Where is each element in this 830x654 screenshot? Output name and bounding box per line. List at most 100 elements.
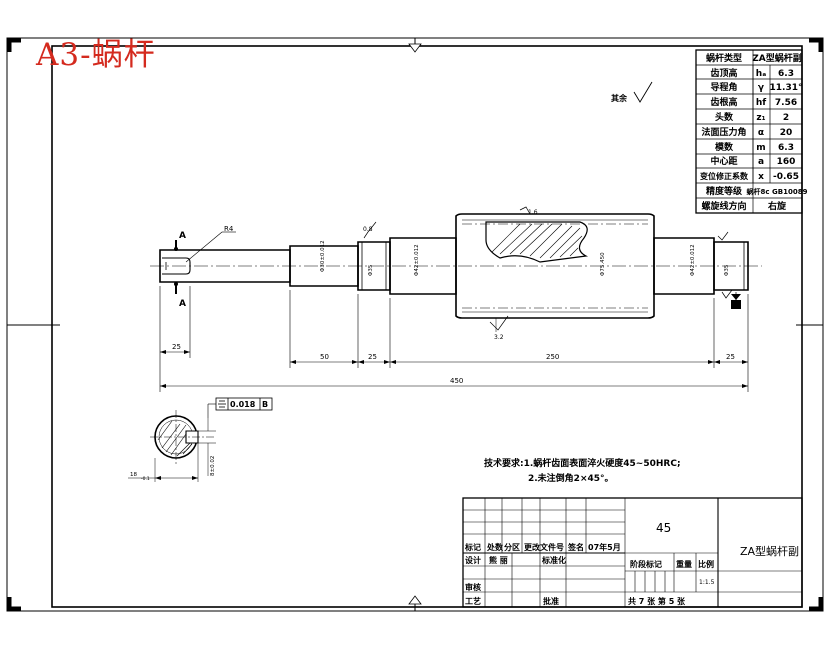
design-label: 设计	[465, 555, 481, 565]
param-name: 头数	[715, 111, 734, 123]
param-value: 右旋	[767, 200, 787, 212]
dim-450: 450	[450, 377, 463, 385]
section-a-view	[128, 410, 216, 482]
roughness-32-label: 3.2	[494, 334, 504, 341]
param-value: 20	[780, 128, 793, 138]
diameter-35b-label: Φ35	[724, 264, 730, 276]
section-hatch	[491, 223, 583, 259]
partial-section	[485, 221, 589, 263]
keyway-slot	[162, 257, 191, 275]
header-zone: 分区	[504, 542, 520, 552]
param-value: 6.3	[778, 143, 794, 153]
roughness-small-icon	[721, 289, 733, 299]
designer-name: 熊 丽	[489, 555, 508, 565]
corner-marks	[6, 37, 824, 612]
diameter-labels: Φ30±0.012 Φ35 Φ42±0.012 Φ75.450 Φ42±0.01…	[320, 240, 730, 276]
param-name: 变位修正系数	[700, 171, 749, 181]
param-symbol: x	[758, 172, 764, 182]
diameter-42-label: Φ42±0.012	[414, 244, 420, 276]
param-name: 齿顶高	[710, 67, 737, 79]
param-row: 法面压力角 α 20	[701, 126, 792, 138]
dimension-values: 25 50 25 250 25 450	[172, 343, 735, 385]
header-mark: 标记	[464, 542, 481, 552]
rest-roughness-label: 其余	[611, 93, 628, 103]
weight-label: 重量	[676, 559, 692, 569]
title-block-design-row: 设计 熊 丽 标准化 阶段标记 重量 比例 1:1.5 审核 工艺 批准 共 7…	[465, 555, 715, 606]
param-value: 160	[777, 157, 796, 167]
param-row: 齿顶高 hₐ 6.3	[710, 67, 793, 79]
review-label: 审核	[465, 582, 481, 592]
header-count: 处数	[486, 542, 504, 552]
param-row: 螺旋线方向 右旋	[701, 200, 787, 212]
header-change-doc: 更改文件号	[524, 542, 564, 552]
param-value: 7.56	[775, 98, 797, 108]
worm-parameter-table: 蜗杆类型 ZA型蜗杆副 齿顶高 hₐ 6.3 导程角 γ 11.31° 齿根高 …	[695, 49, 808, 214]
title-block-headers: 标记 处数 分区 更改文件号 签名 07年5月	[464, 542, 621, 552]
keyway-depth-dim: 8±0.02	[210, 456, 216, 476]
dimension-arrows	[160, 350, 748, 388]
material-label: 45	[656, 521, 671, 535]
title-block	[462, 497, 803, 608]
datum-b-marker	[731, 292, 741, 309]
param-symbol: m	[756, 143, 765, 153]
param-value: 2	[783, 113, 789, 123]
roughness-right-icon	[717, 231, 729, 241]
param-symbol: hf	[756, 98, 766, 108]
section-marks: A A	[174, 231, 186, 309]
header-signature: 签名	[567, 542, 584, 552]
worm-shaft-view	[150, 213, 762, 319]
roughness-mark-16: 1.6	[519, 206, 538, 216]
roughness-mark-08: 0.8	[363, 221, 377, 239]
radius-label: R4	[224, 225, 234, 233]
keyway-width-tol: -0.1	[141, 476, 150, 482]
header-date: 07年5月	[588, 542, 621, 552]
param-symbol: γ	[758, 83, 764, 93]
tolerance-frame: 0.018 B	[207, 397, 273, 418]
param-symbol: hₐ	[756, 69, 767, 79]
dim-50: 50	[320, 353, 329, 361]
dim-25-right: 25	[726, 353, 735, 361]
roughness-mark-32: 3.2	[489, 315, 509, 341]
param-name: 模数	[715, 141, 734, 153]
diameter-75-label: Φ75.450	[600, 252, 606, 276]
param-name: 精度等级	[706, 185, 743, 197]
param-name: 蜗杆类型	[706, 52, 742, 64]
shaft-right-shoulder	[653, 237, 715, 295]
section-label-bottom: A	[179, 299, 186, 309]
dim-250: 250	[546, 353, 559, 361]
param-value: -0.65	[773, 172, 799, 182]
param-symbol: z₁	[756, 113, 765, 123]
keyway-width-dim: 18	[130, 472, 137, 478]
scale-label: 比例	[698, 559, 714, 569]
param-row: 精度等级 蜗杆8c GB10089	[706, 185, 808, 197]
param-name: 齿根高	[710, 96, 737, 108]
param-symbol: α	[758, 128, 764, 138]
dim-25-left: 25	[172, 343, 181, 351]
roughness-08-label: 0.8	[363, 226, 373, 233]
tech-requirement-2: 2.未注倒角2×45°。	[528, 472, 614, 484]
param-row: 头数 z₁ 2	[715, 111, 789, 123]
shaft-right-end	[713, 241, 749, 291]
process-label: 工艺	[465, 596, 481, 606]
orientation-mark-bottom	[408, 595, 422, 605]
param-row: 蜗杆类型 ZA型蜗杆副	[706, 52, 802, 64]
approve-label: 批准	[543, 596, 559, 606]
param-name: 螺旋线方向	[701, 200, 746, 212]
drawing-frame	[51, 45, 803, 608]
param-name: 导程角	[710, 81, 737, 93]
scale-value: 1:1.5	[699, 579, 715, 586]
sheet-count: 共 7 张 第 5 张	[628, 596, 686, 606]
param-symbol: a	[758, 157, 764, 167]
symmetry-icon	[218, 400, 226, 408]
worm-thread-body	[455, 213, 655, 319]
radius-leader	[185, 231, 223, 263]
param-value: ZA型蜗杆副	[752, 52, 802, 64]
datum-letter: B	[262, 400, 268, 409]
drawing-name: ZA型蜗杆副	[740, 544, 799, 558]
sheet-size-label: A3-蜗杆	[36, 37, 156, 73]
roughness-16-label: 1.6	[528, 209, 538, 216]
param-name: 中心距	[710, 155, 737, 167]
diameter-35a-label: Φ35	[368, 264, 374, 276]
length-dimensions	[159, 286, 749, 392]
